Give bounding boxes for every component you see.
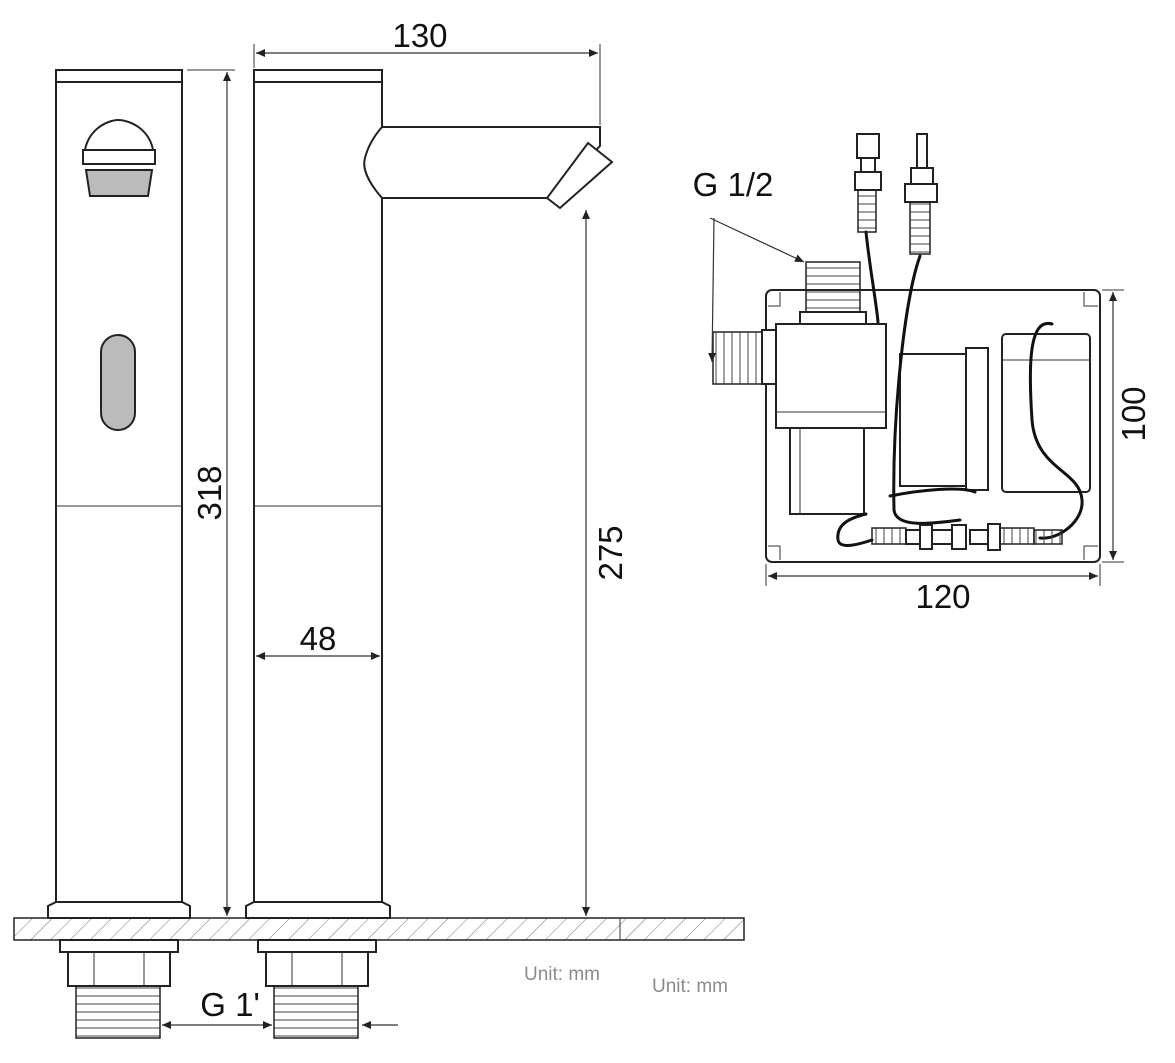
spray-nozzle-icon: [82, 118, 156, 197]
spout-height-275-dimension: 275: [582, 210, 629, 916]
dim-318-label: 318: [191, 465, 228, 520]
connector-plug-left-icon: [854, 133, 882, 233]
dim-275-label: 275: [592, 525, 629, 580]
control-module: [899, 347, 989, 491]
g-half-thread-leader: G 1/2: [693, 166, 805, 363]
diameter-48-dimension: 48: [256, 620, 380, 660]
solenoid-valve: [712, 261, 887, 515]
unit-note-2: Unit: mm: [652, 976, 728, 997]
box-width-120-dimension: 120: [765, 564, 1101, 615]
countertop-section: [13, 917, 745, 941]
front-view: [47, 69, 191, 919]
g1-thread-dimension: G 1': [162, 986, 398, 1029]
wires: [836, 230, 1084, 547]
connector-plug-right-icon: [904, 133, 938, 255]
box-height-100-dimension: 100: [1102, 289, 1152, 563]
reach-130-dimension: 130: [253, 17, 601, 125]
g1-thread-label: G 1': [200, 986, 260, 1023]
height-318-dimension: 318: [187, 69, 235, 916]
mounting-nut-left: [59, 939, 179, 1039]
unit-note-1: Unit: mm: [524, 964, 600, 985]
wire-connectors: [871, 523, 1063, 551]
side-view: [245, 69, 614, 919]
battery-pack: [1001, 333, 1091, 493]
dim-120-label: 120: [915, 578, 970, 615]
sensor-window-icon: [100, 334, 136, 431]
g-half-thread-label: G 1/2: [693, 166, 774, 203]
control-box: [712, 133, 1101, 563]
dim-48-label: 48: [300, 620, 337, 657]
dim-130-label: 130: [392, 17, 447, 54]
dim-100-label: 100: [1115, 386, 1152, 441]
mounting-nut-right: [257, 939, 377, 1039]
